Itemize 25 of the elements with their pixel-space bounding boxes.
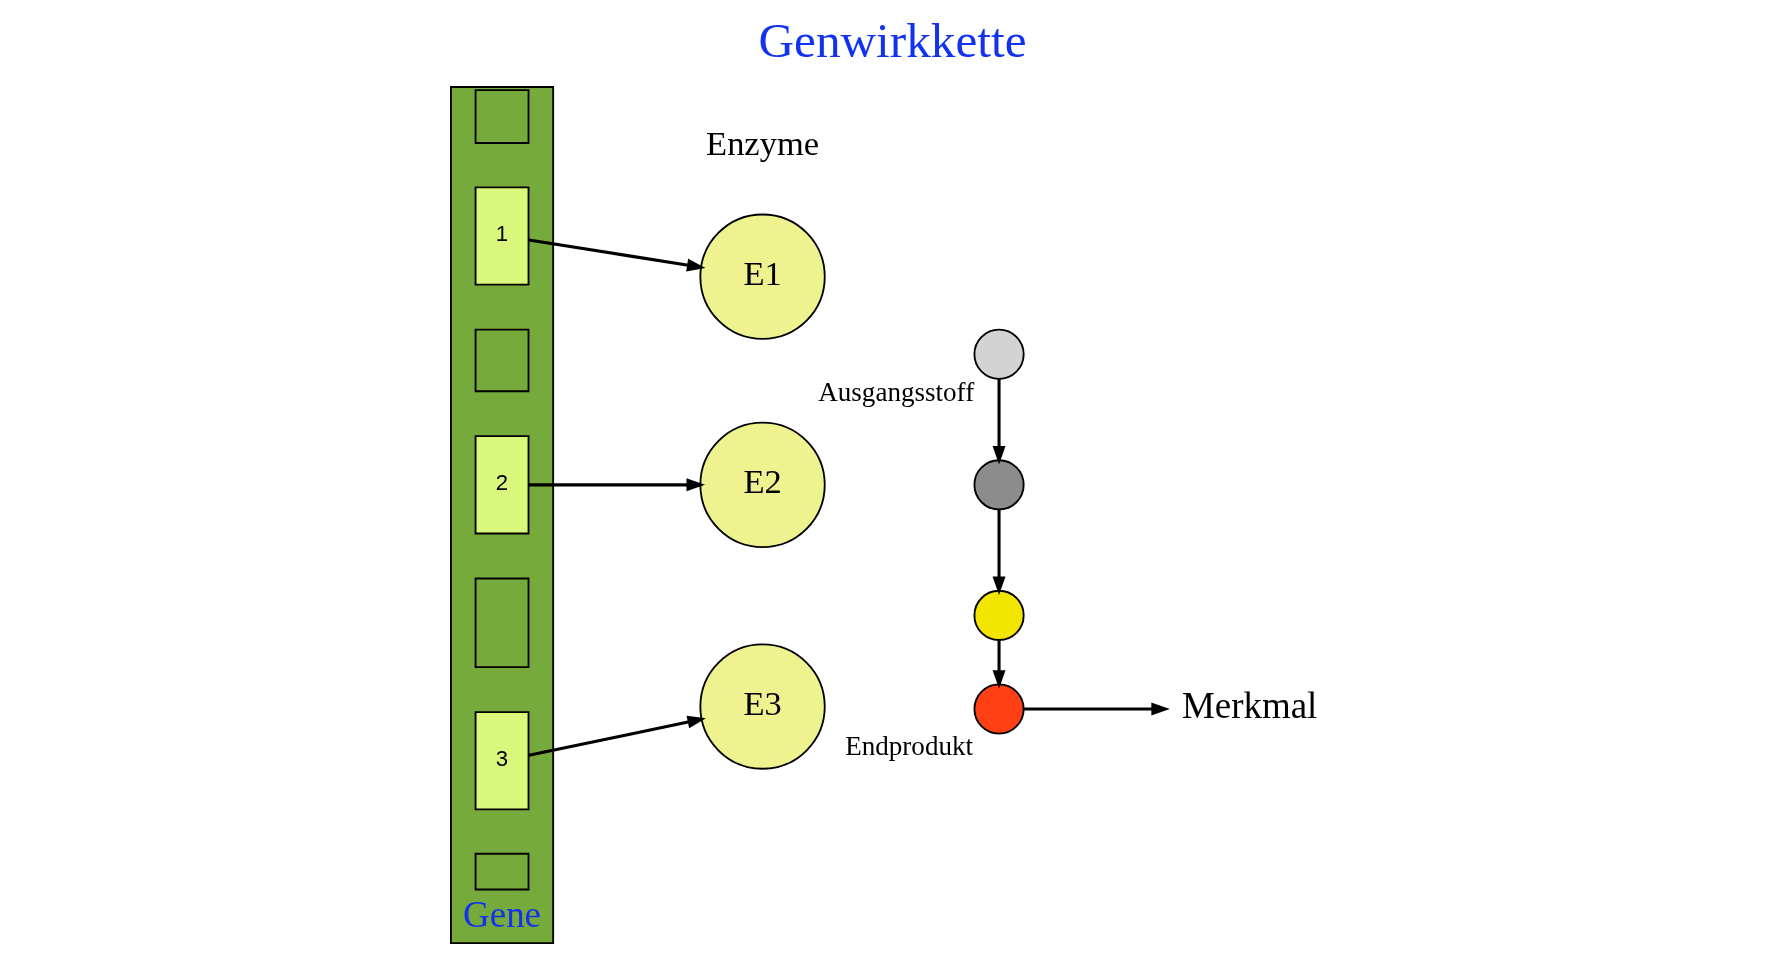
node-label: Endprodukt [844, 731, 973, 762]
node-box: 3 [474, 711, 529, 811]
node-circle [973, 328, 1025, 380]
node-box [474, 89, 529, 144]
node-circle [973, 683, 1025, 735]
node-circle [973, 459, 1025, 511]
node-box [474, 852, 529, 891]
node-box [474, 328, 529, 393]
node-box: 2 [474, 435, 529, 535]
node-text: Merkmal [1181, 685, 1317, 727]
arrow [992, 379, 1006, 465]
node-label: Gene [462, 894, 541, 936]
node-label: Ausgangsstoff [817, 376, 974, 407]
node-box [474, 577, 529, 669]
node-circle [973, 589, 1025, 641]
diagram-title: Genwirkkette [757, 13, 1027, 69]
arrow [992, 640, 1006, 689]
node-circle: E1 [698, 213, 826, 340]
node-box: 1 [474, 186, 529, 286]
label: Enzyme [705, 123, 819, 162]
node-circle: E3 [698, 643, 826, 770]
arrow [1023, 702, 1170, 716]
arrow [528, 478, 705, 492]
node-circle: E2 [698, 421, 826, 548]
arrow [992, 509, 1006, 596]
